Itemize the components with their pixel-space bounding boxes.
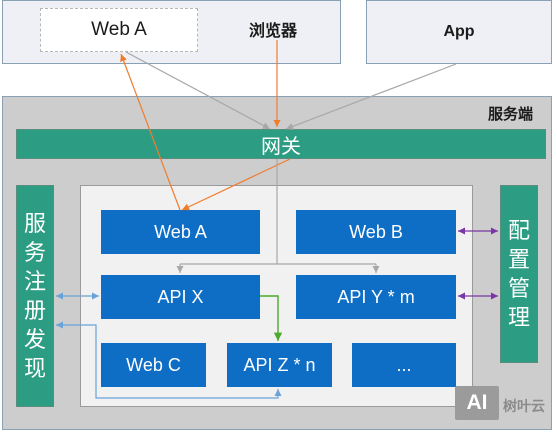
line-web-a-to-gateway (125, 51, 271, 130)
service-web-a: Web A (101, 210, 260, 254)
config-char: 管 (507, 276, 530, 301)
browser-web-a-client: Web A (40, 8, 198, 52)
service-web-b: Web B (296, 210, 456, 254)
registry-char: 务 (23, 240, 46, 265)
config-char: 置 (507, 247, 530, 272)
config-char: 理 (507, 305, 530, 330)
config-char: 配 (507, 218, 530, 243)
server-title: 服务端 (488, 106, 534, 123)
service-api-x: API X (101, 275, 260, 319)
watermark-badge: AI (455, 386, 499, 420)
service-more: ... (352, 343, 456, 387)
line-service-web-a-to-browser (120, 53, 181, 211)
config-management: 配 置 管 理 (500, 185, 538, 363)
line-registry-to-api-z (56, 321, 282, 399)
line-gateway-to-service-web-a (181, 158, 291, 211)
watermark-text: 树叶云 (503, 398, 545, 414)
app-client-box (366, 0, 552, 64)
registry-char: 服 (23, 211, 46, 236)
app-label: App (443, 23, 475, 40)
line-api-x-to-api-z (260, 295, 283, 341)
registry-char: 册 (23, 298, 46, 323)
registry-char: 注 (23, 269, 46, 294)
service-api-y: API Y * m (296, 275, 456, 319)
registry-char: 现 (23, 356, 46, 381)
line-app-to-gateway (285, 63, 457, 130)
service-registry-discovery: 服 务 注 册 发 现 (16, 185, 54, 407)
registry-char: 发 (23, 327, 46, 352)
gateway-bar: 网关 (16, 129, 546, 159)
browser-label: 浏览器 (248, 23, 297, 40)
